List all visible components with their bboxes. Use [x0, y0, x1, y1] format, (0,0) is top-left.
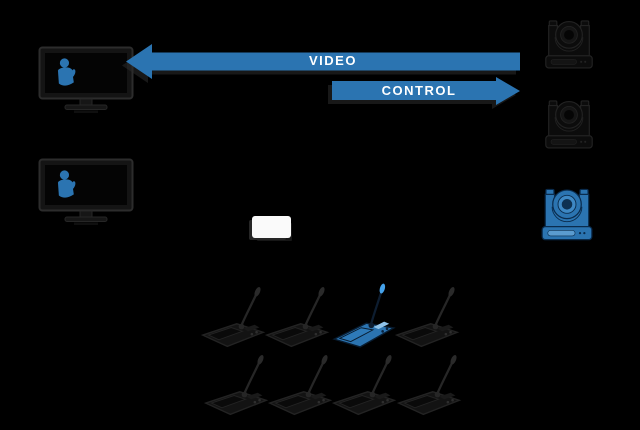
ptz-camera-icon-3-highlighted	[536, 176, 598, 250]
video-arrow	[126, 44, 520, 79]
mic-unit-1	[200, 284, 266, 356]
central-unit-box	[252, 216, 291, 238]
control-arrow-label: CONTROL	[381, 83, 457, 98]
ptz-camera-icon-1	[540, 8, 598, 78]
mic-unit-4	[394, 284, 460, 356]
monitor-icon-1	[38, 46, 134, 116]
mic-unit-8	[396, 352, 462, 424]
monitor-icon-2	[38, 158, 134, 228]
mic-unit-2	[264, 284, 330, 356]
mic-unit-3-highlighted	[324, 280, 399, 360]
mic-unit-6	[267, 352, 333, 424]
video-arrow-label: VIDEO	[309, 53, 357, 68]
control-arrow	[332, 77, 520, 105]
ptz-camera-icon-2	[540, 88, 598, 158]
mic-unit-5	[203, 352, 269, 424]
mic-unit-7	[331, 352, 397, 424]
